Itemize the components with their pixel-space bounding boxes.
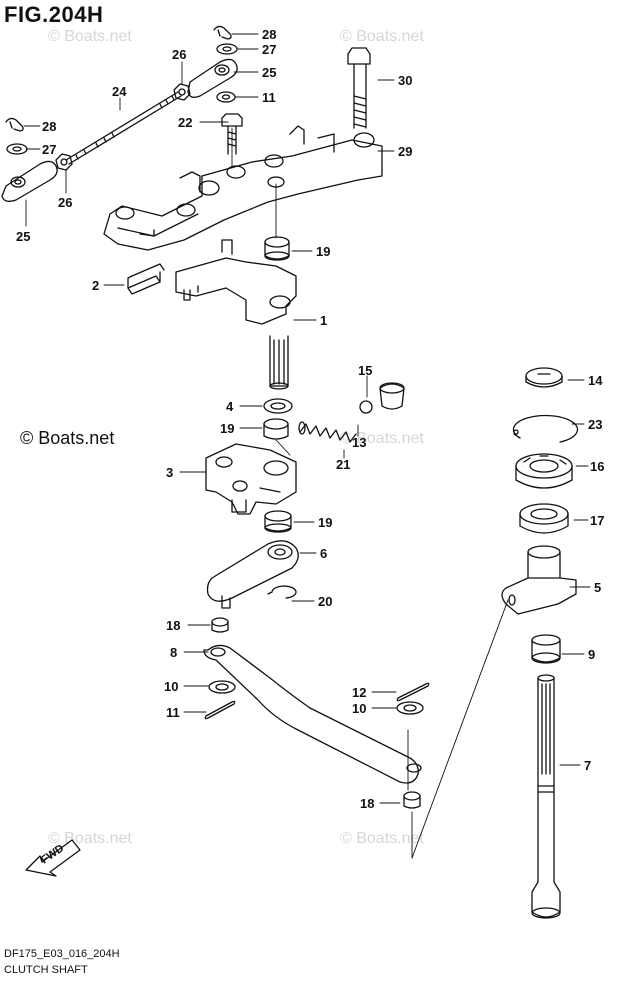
part-10-washer bbox=[208, 680, 236, 694]
part-16-bearing bbox=[515, 453, 573, 489]
part-13-bushing bbox=[379, 382, 405, 410]
watermark: © Boats.net bbox=[340, 430, 424, 447]
callout-8[interactable]: 8 bbox=[170, 645, 178, 660]
part-21-spring bbox=[298, 421, 357, 443]
callout-18[interactable]: 18 bbox=[360, 796, 375, 811]
part-19-bushing bbox=[263, 418, 289, 440]
part-19-bushing bbox=[264, 236, 290, 261]
callout-11[interactable]: 11 bbox=[166, 705, 180, 720]
callout-19[interactable]: 19 bbox=[316, 244, 331, 259]
callout-27[interactable]: 27 bbox=[42, 142, 57, 157]
part-14-plug bbox=[525, 367, 563, 388]
callout-25[interactable]: 25 bbox=[16, 229, 31, 244]
part-9-bushing bbox=[531, 634, 561, 664]
part-27-washer bbox=[216, 43, 238, 55]
part-1-lever bbox=[175, 239, 297, 390]
part-30-bolt bbox=[347, 47, 371, 129]
callout-7[interactable]: 7 bbox=[584, 758, 592, 773]
part-22-bolt bbox=[221, 113, 243, 155]
part-25-rod-end bbox=[187, 58, 238, 98]
callout-9[interactable]: 9 bbox=[588, 647, 596, 662]
part-25-rod-end bbox=[1, 160, 58, 202]
figure-caption: CLUTCH SHAFT bbox=[4, 964, 88, 976]
part-19-bushing bbox=[264, 510, 292, 533]
callout-6[interactable]: 6 bbox=[320, 546, 328, 561]
callout-26[interactable]: 26 bbox=[58, 195, 73, 210]
callout-14[interactable]: 14 bbox=[588, 373, 603, 388]
callout-22[interactable]: 22 bbox=[178, 115, 193, 130]
part-18-collar bbox=[211, 617, 229, 633]
part-20-snap-ring bbox=[267, 585, 297, 599]
callout-28[interactable]: 28 bbox=[42, 119, 57, 134]
part-28-clip bbox=[213, 25, 232, 40]
callout-27[interactable]: 27 bbox=[262, 42, 277, 57]
part-26-nut bbox=[55, 153, 73, 171]
part-27-washer bbox=[6, 143, 28, 155]
callout-20[interactable]: 20 bbox=[318, 594, 333, 609]
part-6-lever bbox=[206, 540, 299, 609]
callout-16[interactable]: 16 bbox=[590, 459, 605, 474]
part-23-circlip bbox=[512, 414, 579, 443]
callout-26[interactable]: 26 bbox=[172, 47, 187, 62]
part-26-nut bbox=[173, 83, 191, 101]
part-12-cotter-pin bbox=[396, 682, 430, 702]
callout-29[interactable]: 29 bbox=[398, 144, 413, 159]
callout-10[interactable]: 10 bbox=[352, 701, 367, 716]
callout-12[interactable]: 12 bbox=[352, 685, 367, 700]
part-7-shaft bbox=[531, 674, 561, 919]
watermark-main: © Boats.net bbox=[20, 428, 115, 448]
callout-25[interactable]: 25 bbox=[262, 65, 277, 80]
part-3-housing bbox=[205, 443, 297, 515]
callout-11[interactable]: 11 bbox=[262, 90, 276, 105]
callout-1[interactable]: 1 bbox=[320, 313, 328, 328]
callout-3[interactable]: 3 bbox=[166, 465, 174, 480]
callout-21[interactable]: 21 bbox=[336, 457, 351, 472]
part-24-rod bbox=[65, 91, 182, 165]
figure-title: FIG.204H bbox=[4, 2, 104, 27]
part-10-washer bbox=[396, 701, 424, 715]
callout-10[interactable]: 10 bbox=[164, 679, 179, 694]
callout-18[interactable]: 18 bbox=[166, 618, 181, 633]
callout-19[interactable]: 19 bbox=[220, 421, 235, 436]
callout-17[interactable]: 17 bbox=[590, 513, 605, 528]
part-15-ball bbox=[359, 400, 373, 414]
part-4-washer bbox=[263, 398, 293, 414]
callout-23[interactable]: 23 bbox=[588, 417, 603, 432]
callout-2[interactable]: 2 bbox=[92, 278, 100, 293]
callout-24[interactable]: 24 bbox=[112, 84, 127, 99]
fwd-arrow-icon bbox=[25, 839, 81, 877]
watermark: © Boats.net bbox=[340, 28, 424, 45]
part-11-cotter-pin bbox=[204, 700, 236, 720]
callout-30[interactable]: 30 bbox=[398, 73, 413, 88]
model-code: DF175_E03_016_204H bbox=[4, 948, 120, 960]
watermark: © Boats.net bbox=[340, 830, 424, 847]
part-28-clip bbox=[5, 117, 24, 132]
callout-13[interactable]: 13 bbox=[352, 435, 367, 450]
part-11-washer bbox=[216, 91, 236, 103]
callout-19[interactable]: 19 bbox=[318, 515, 333, 530]
part-29-bracket bbox=[103, 125, 383, 251]
part-2-clip bbox=[127, 263, 165, 295]
callout-15[interactable]: 15 bbox=[358, 363, 373, 378]
callout-5[interactable]: 5 bbox=[594, 580, 602, 595]
watermark: © Boats.net bbox=[48, 28, 132, 45]
callout-28[interactable]: 28 bbox=[262, 27, 277, 42]
part-18-collar bbox=[403, 791, 421, 809]
part-17-seal bbox=[519, 503, 569, 534]
callout-4[interactable]: 4 bbox=[226, 399, 234, 414]
part-8-link-rod bbox=[203, 644, 422, 784]
part-5-housing bbox=[501, 545, 577, 615]
